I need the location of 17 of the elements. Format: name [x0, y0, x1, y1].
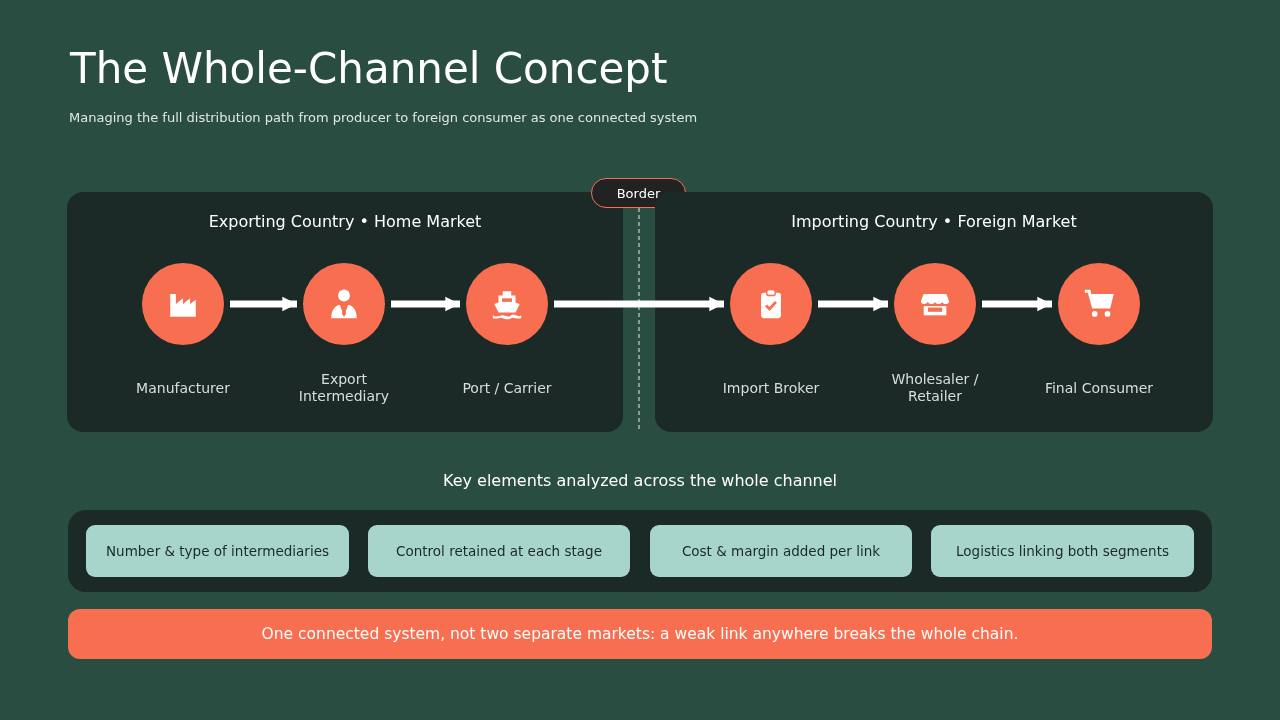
summary-banner: One connected system, not two separate markets: a weak link anywhere breaks the whole chain.	[68, 609, 1212, 659]
element-chip: Number & type of intermediaries	[86, 525, 349, 577]
panel-heading: Importing Country • Foreign Market	[791, 212, 1077, 231]
element-chip: Control retained at each stage	[368, 525, 630, 577]
element-chip: Logistics linking both segments	[931, 525, 1194, 577]
arrow	[554, 296, 724, 312]
slide-title: The Whole-Channel Concept	[70, 44, 668, 93]
stage-label: Export Intermediary	[297, 371, 391, 405]
stage-label: Manufacturer	[136, 379, 230, 397]
element-chip: Cost & margin added per link	[650, 525, 912, 577]
panel-heading: Exporting Country • Home Market	[208, 212, 482, 231]
stage-label: Import Broker	[722, 379, 820, 397]
stage-label: Port / Carrier	[462, 379, 552, 397]
stage-label: Wholesaler / Retailer	[890, 371, 980, 405]
subtitle: Managing the full distribution path from producer to foreign consumer as one connected system	[69, 110, 698, 125]
panel-heading: Key elements analyzed across the whole channel	[442, 471, 838, 490]
stage-label: Final Consumer	[1044, 379, 1154, 397]
